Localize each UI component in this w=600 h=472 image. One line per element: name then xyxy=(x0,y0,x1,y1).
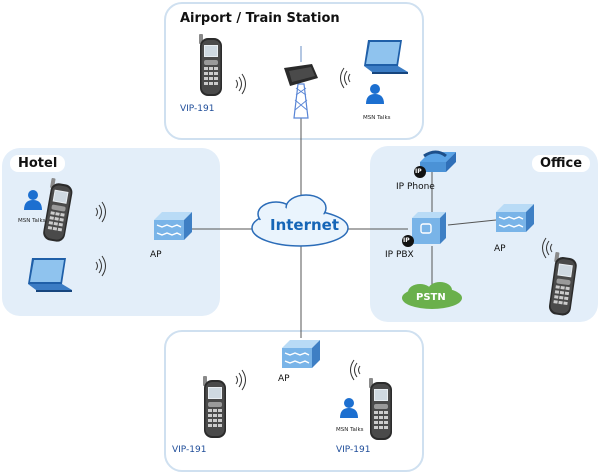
access-point-icon[interactable] xyxy=(281,339,321,369)
wireless-signal-icon xyxy=(542,237,553,259)
person-icon xyxy=(366,84,384,104)
cloud-icon xyxy=(251,194,349,247)
wireless-signal-icon xyxy=(350,359,361,381)
phone-icon xyxy=(203,376,226,438)
laptop-icon xyxy=(364,40,408,74)
access-point-icon[interactable] xyxy=(153,211,193,241)
hotel-ap-label: AP xyxy=(150,250,162,260)
antenna-tower-icon xyxy=(284,46,318,119)
phone-icon xyxy=(369,378,392,440)
phone-icon xyxy=(40,177,75,243)
ip-badge-icon xyxy=(414,166,426,178)
ip-phone-icon xyxy=(420,150,456,172)
internet-label: Internet xyxy=(270,216,340,234)
access-point-icon[interactable] xyxy=(495,203,535,233)
ip-pbx-icon[interactable] xyxy=(412,212,446,244)
laptop-icon xyxy=(28,258,72,292)
pstn-label: PSTN xyxy=(416,292,446,303)
person-icon xyxy=(340,398,358,418)
person-icon xyxy=(24,190,42,210)
wireless-signal-icon xyxy=(95,201,106,223)
ip-badge-icon xyxy=(402,235,414,247)
hotel-zone-title: Hotel xyxy=(10,155,66,172)
hotel-person-label: MSN Talks xyxy=(18,218,46,224)
wireless-signal-icon xyxy=(235,369,246,391)
phone-icon xyxy=(546,251,579,317)
office-ip-phone-badge: IP xyxy=(415,168,422,175)
pstn-cloud-icon xyxy=(402,282,462,309)
phone-icon xyxy=(199,34,222,96)
wireless-signal-icon xyxy=(95,255,106,277)
bottom-person-label: MSN Talks xyxy=(336,427,364,433)
bottom-phone-label-right: VIP-191 xyxy=(336,445,371,455)
wireless-signal-icon xyxy=(235,73,246,95)
office-ip-pbx-label: IP PBX xyxy=(385,250,414,260)
office-ap-label: AP xyxy=(494,244,506,254)
office-ip-pbx-badge: IP xyxy=(403,237,410,244)
office-ip-phone-label: IP Phone xyxy=(396,182,435,192)
airport-phone-label: VIP-191 xyxy=(180,104,215,114)
airport-zone-title: Airport / Train Station xyxy=(172,10,348,27)
bottom-phone-label-left: VIP-191 xyxy=(172,445,207,455)
airport-person-label: MSN Talks xyxy=(363,115,391,121)
wireless-signal-icon xyxy=(340,67,351,89)
bottom-ap-label: AP xyxy=(278,374,290,384)
office-zone-title: Office xyxy=(532,155,591,172)
